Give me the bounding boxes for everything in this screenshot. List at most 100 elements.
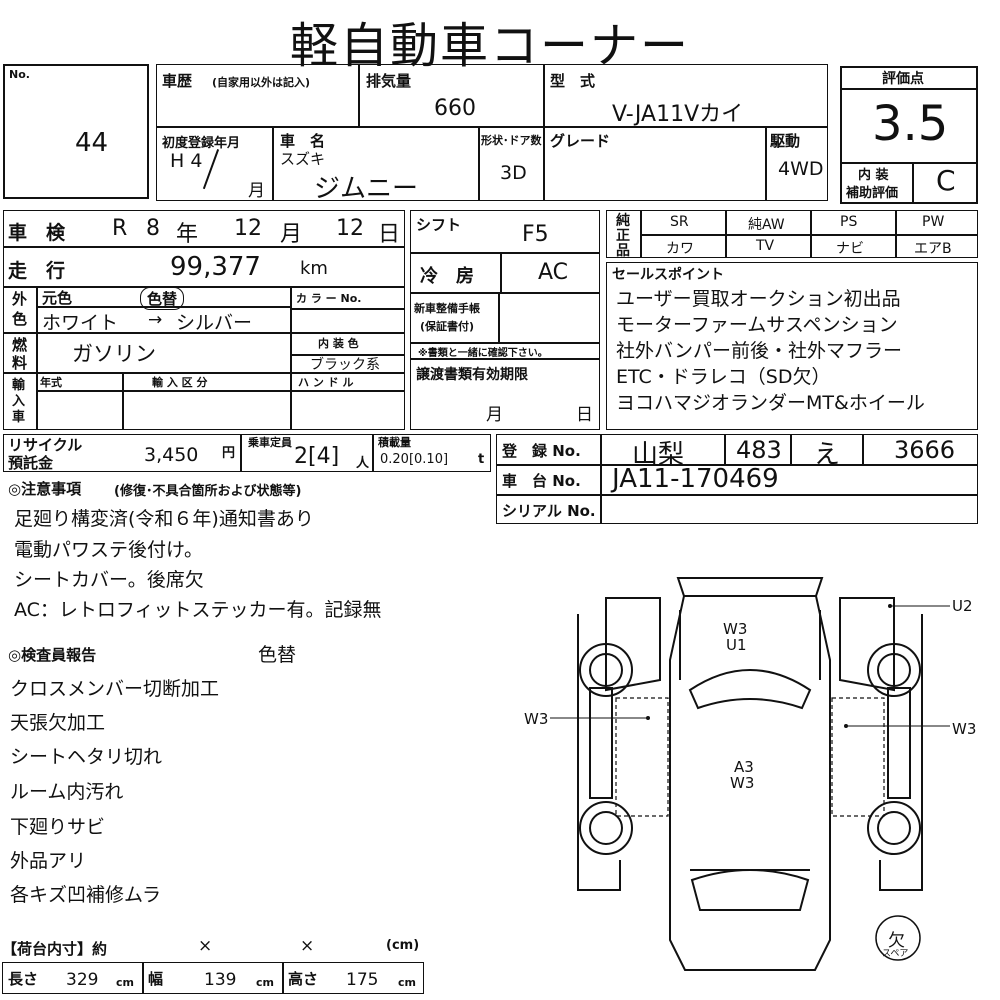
shift-block	[410, 210, 600, 430]
cargo-unit: (cm)	[386, 938, 420, 953]
damage-center-a3: A3	[734, 758, 754, 776]
lot-number: 44	[75, 128, 109, 158]
equip-navi: ナビ	[836, 241, 864, 257]
import-type-label: 輸 入 区 分	[152, 376, 208, 389]
transfer-day: 日	[576, 405, 593, 425]
fuel-label-1: 燃	[12, 336, 28, 354]
warranty-label-1: 新車整備手帳	[414, 302, 480, 315]
vehicle-info-grid	[156, 64, 828, 201]
recycle-unit: 円	[222, 446, 236, 461]
lot-box: No. 44	[3, 64, 149, 199]
inspector-repaint: 色替	[258, 644, 297, 666]
color-no-label: カ ラ ー No.	[296, 292, 362, 305]
note-line: 足廻り構変済(令和６年)通知書あり	[14, 508, 314, 530]
shaken-day-unit: 日	[378, 222, 401, 247]
cargo-height-label: 高さ	[288, 970, 319, 988]
recycle-label-1: リサイクル	[8, 436, 83, 454]
car-maker: スズキ	[280, 150, 326, 168]
note-line: AC：レトロフィットステッカー有。記録無	[14, 599, 382, 621]
shaken-era: R	[112, 216, 128, 241]
spare-label: スペア	[882, 949, 909, 959]
load-unit: t	[478, 452, 485, 467]
mileage-unit: km	[300, 258, 328, 279]
inspector-line: シートヘタリ切れ	[10, 746, 163, 768]
interior-label-1: 内 装	[858, 168, 889, 183]
mileage-value: 99,377	[170, 252, 261, 282]
equip-aw: 純AW	[748, 217, 785, 233]
lot-label: No.	[9, 68, 30, 81]
equip-leather: カワ	[666, 241, 694, 257]
recycle-value: 3,450	[144, 444, 199, 466]
warranty-note: ※書類と一緒に確認下さい。	[418, 348, 548, 359]
car-name-value: ジムニー	[314, 174, 419, 204]
equip-side-1: 純	[616, 213, 630, 229]
interior-color-value: ブラック系	[310, 357, 380, 373]
fuel-label-2: 料	[12, 354, 28, 372]
capacity-label: 乗車定員	[248, 436, 292, 449]
cargo-x1: ×	[198, 936, 213, 956]
sales-point: ETC・ドラレコ（SD欠）	[616, 366, 831, 388]
load-value: 0.20[0.10]	[380, 452, 449, 467]
notes-sub: (修復･不具合箇所および状態等)	[114, 484, 302, 499]
import-label-3: 車	[12, 410, 26, 425]
damage-right-w3: W3	[952, 720, 977, 738]
damage-right-door-u2: U2	[952, 597, 973, 615]
equip-ps: PS	[840, 214, 858, 230]
registration-serial: 3666	[894, 436, 956, 464]
sales-point: ヨコハマジオランダーMT&ホイール	[616, 392, 925, 414]
first-reg-label: 初度登録年月	[162, 136, 241, 151]
grade-label: グレード	[550, 132, 611, 150]
color-to: シルバー	[176, 312, 253, 334]
shaken-year: 8	[146, 216, 160, 241]
chassis-label: 車 台 No.	[502, 472, 581, 490]
transfer-month: 月	[486, 405, 503, 425]
notes-label: ◎注意事項	[8, 480, 82, 498]
note-line: 電動パワステ後付け。	[14, 539, 204, 561]
damage-front-w3: W3	[723, 620, 748, 638]
spare-mark: 欠	[888, 931, 905, 951]
interior-score: C	[936, 164, 956, 197]
car-diagram	[550, 577, 950, 971]
shaken-month-unit: 月	[280, 222, 303, 247]
cargo-x2: ×	[300, 936, 315, 956]
shaken-day: 12	[336, 216, 364, 241]
cargo-width: 139	[204, 970, 237, 990]
shift-label: シフト	[416, 216, 462, 234]
cargo-table	[2, 962, 424, 994]
first-reg-month-unit: 月	[248, 181, 265, 201]
import-label-1: 輸	[12, 378, 26, 393]
shaken-month: 12	[234, 216, 262, 241]
capacity-unit: 人	[356, 456, 370, 471]
sales-point: モーターファームサスペンション	[616, 314, 898, 336]
cargo-length-label: 長さ	[8, 970, 39, 988]
inspector-line: ルーム内汚れ	[10, 781, 124, 803]
cargo-height: 175	[346, 970, 379, 990]
model-value: V-JA11Vカイ	[612, 102, 744, 127]
equip-pw: PW	[922, 214, 945, 230]
interior-label-2: 補助評価	[846, 186, 899, 201]
equip-airbag: エアB	[914, 241, 952, 257]
ac-value: AC	[538, 260, 569, 285]
damage-center-w3: W3	[730, 774, 755, 792]
color-label-1: 外	[12, 290, 28, 308]
serial-label: シリアル No.	[502, 502, 596, 520]
drive-value: 4WD	[778, 158, 824, 180]
inspector-line: 天張欠加工	[10, 712, 106, 734]
fuel-value: ガソリン	[72, 342, 156, 366]
color-label-2: 色	[12, 310, 28, 328]
handle-label: ハ ン ド ル	[298, 376, 354, 389]
repaint-badge: 色替	[140, 287, 185, 310]
score-value: 3.5	[872, 96, 949, 152]
shaken-label: 車 検	[8, 222, 66, 244]
damage-left-w3: W3	[524, 710, 549, 728]
ac-label: 冷 房	[420, 266, 474, 287]
cargo-label: 【荷台内寸】約	[2, 940, 108, 958]
shape-label: 形状･ドア数	[481, 134, 542, 147]
recycle-row	[3, 434, 491, 472]
shaken-year-unit: 年	[176, 222, 199, 247]
registration-pref: 山梨	[632, 440, 685, 470]
cargo-length: 329	[66, 970, 99, 990]
equip-sr: SR	[670, 214, 689, 230]
history-label: 車歴	[162, 72, 193, 90]
score-box	[840, 66, 978, 204]
